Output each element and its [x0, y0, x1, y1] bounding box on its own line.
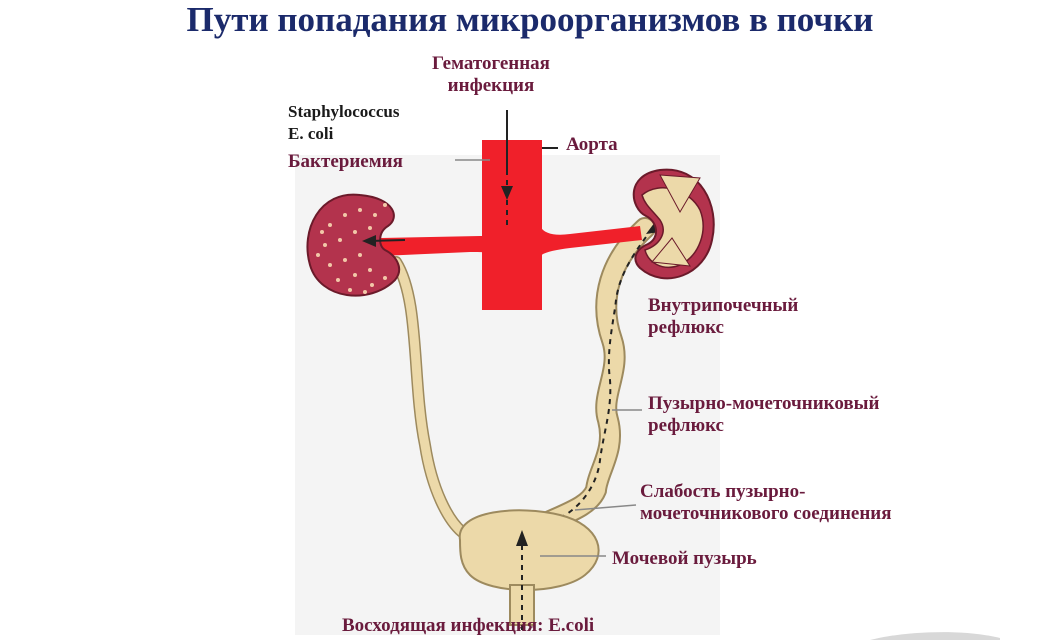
label-bladder: Мочевой пузырь: [612, 548, 757, 569]
label-bacteremia: Бактериемия: [288, 151, 403, 172]
label-bacteria: Staphylococcus E. coli: [288, 102, 400, 143]
right-renal-artery: [540, 226, 642, 256]
hematogenous-arrowhead: [501, 186, 513, 200]
corner-decoration: [870, 632, 1000, 640]
label-ascending: Восходящая инфекция: E.coli: [342, 615, 595, 636]
page-title: Пути попадания микроорганизмов в почки: [186, 0, 874, 39]
left-kidney: [306, 193, 401, 297]
calyx-wedge-bottom: [651, 237, 691, 267]
aorta: [482, 140, 542, 310]
label-aorta: Аорта: [566, 134, 618, 155]
label-intrarenal-reflux: Внутрипочечный рефлюкс: [648, 295, 799, 338]
bladder: [458, 509, 600, 591]
left-renal-artery: [380, 226, 498, 256]
left-kidney-dots: [316, 203, 387, 294]
reflux-dashed-path: [559, 224, 656, 519]
label-vesicoureteral-reflux: Пузырно-мочеточниковый рефлюкс: [648, 393, 880, 436]
label-junction-weakness: Слабость пузырно- мочеточникового соедин…: [640, 481, 892, 524]
right-kidney-pelvis: [641, 187, 704, 269]
ascending-arrowhead: [516, 530, 528, 546]
leader-junction: [574, 504, 637, 511]
calyx-wedge-top: [659, 174, 701, 214]
label-hematogenous: Гематогенная инфекция: [432, 53, 550, 96]
